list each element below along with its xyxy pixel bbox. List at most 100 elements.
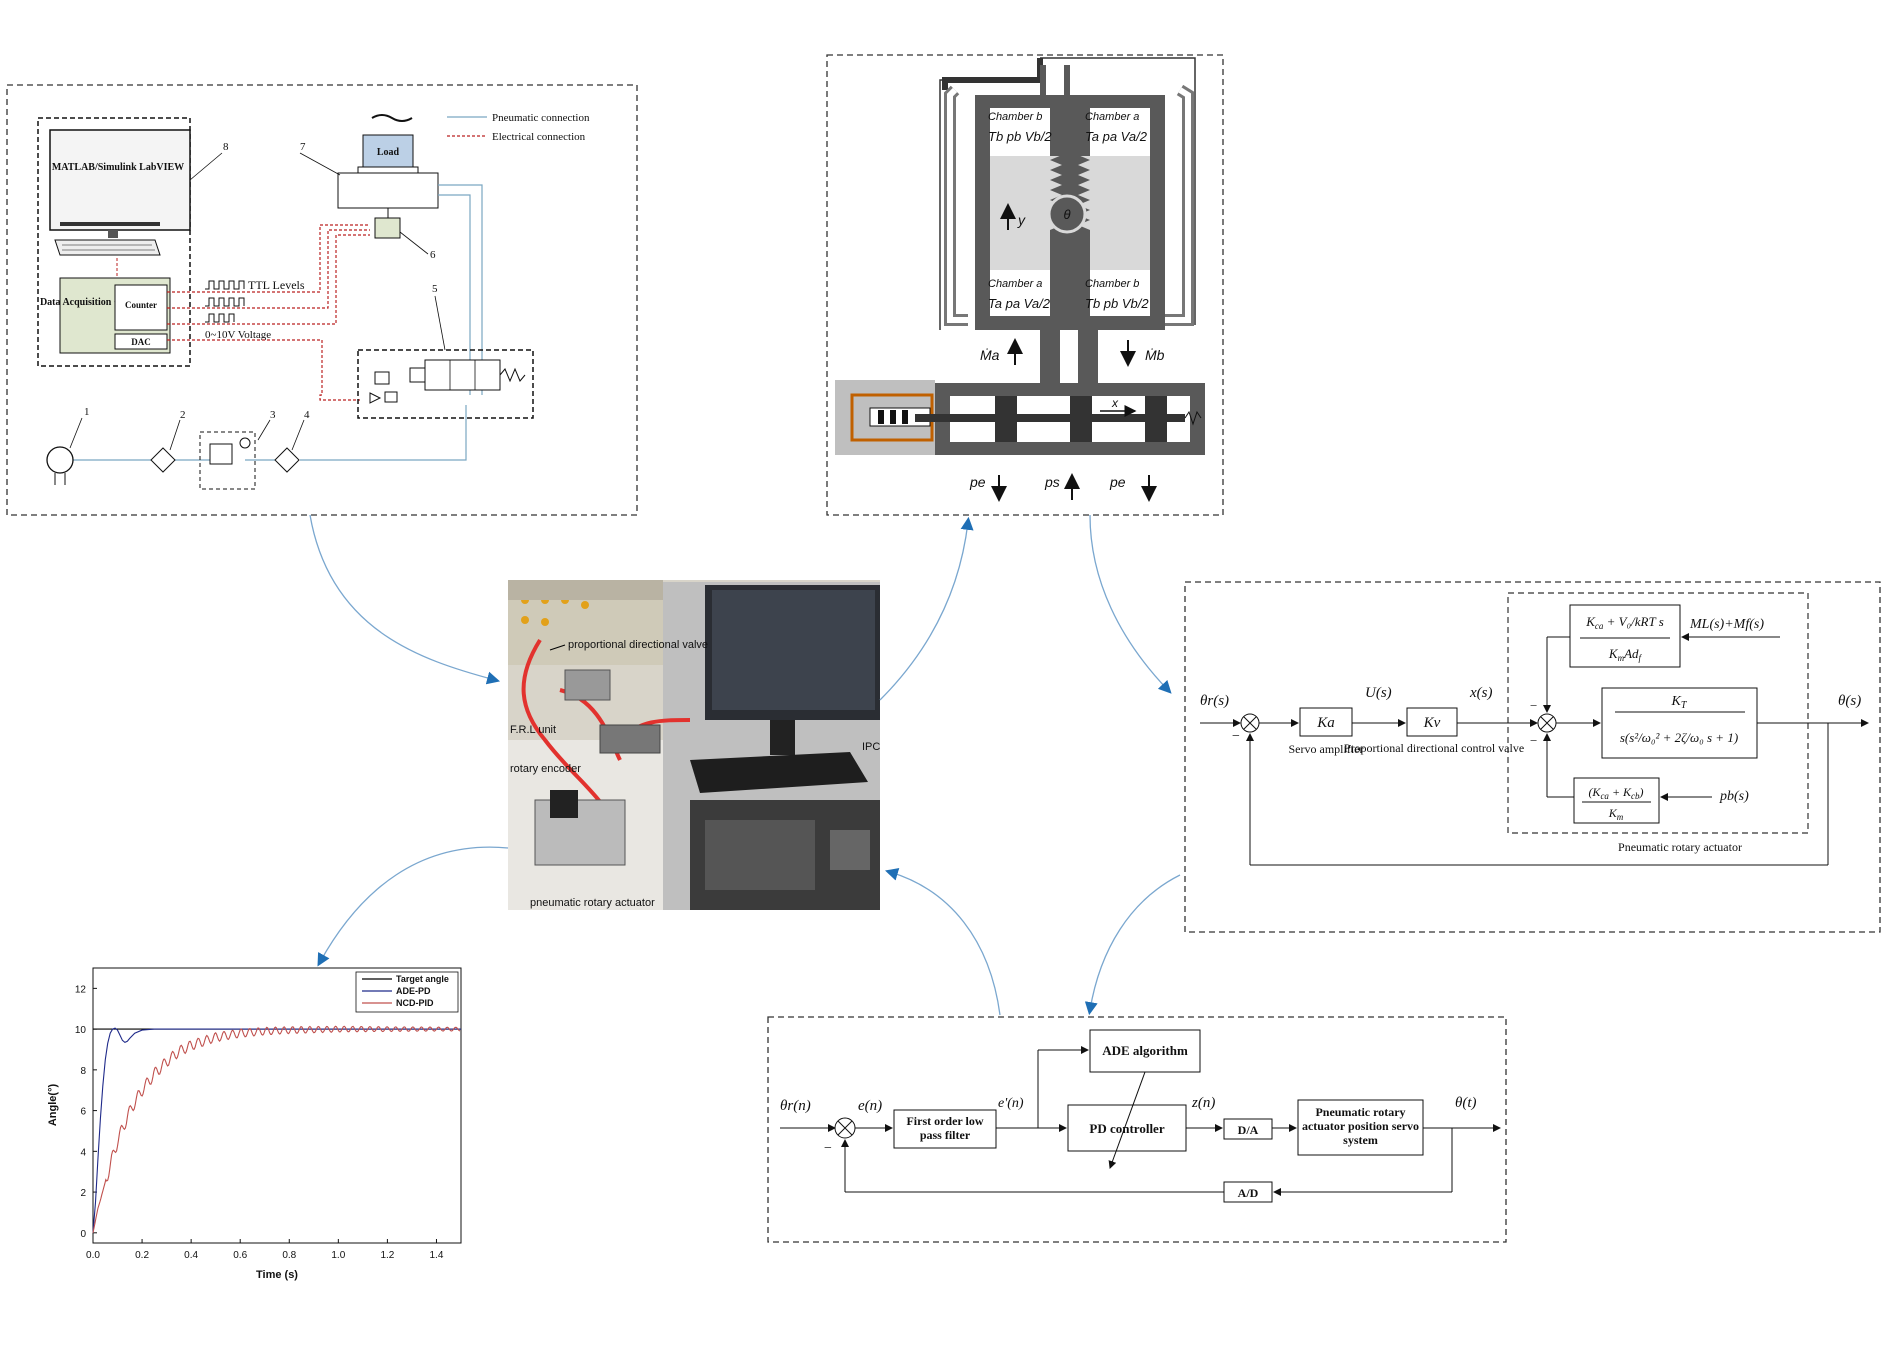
chart-legend-label: ADE-PD [396,986,431,996]
monitor [49,129,191,231]
keyboard [54,239,161,256]
x-label: x [1111,396,1119,410]
gear-icon [1047,194,1087,234]
chart-ytick-label: 0 [80,1229,86,1240]
vars-bottom-right: Tb pb Vb/2 [1085,296,1149,311]
chart-frame [92,967,462,1244]
svg-text:−: − [1530,733,1537,748]
bd-plant-box [1601,687,1758,759]
ctrl-input: θr(n) [780,1098,811,1114]
pe-right-label: pe [1109,474,1126,490]
ctrl-minus: − [824,1141,832,1156]
chart-xlabel: Time (s) [256,1269,298,1281]
chart-xtick-label: 1.2 [380,1250,394,1261]
voltage-label: 0~10V Voltage [205,329,271,341]
pe-left-label: pe [969,474,986,490]
ctrl-output: θ(t) [1455,1095,1477,1111]
num-4: 4 [304,409,310,421]
valve-body [424,359,501,391]
chart-xtick-label: 0.4 [184,1250,198,1261]
num-5: 5 [432,283,438,295]
bd-disturbance-box [1569,604,1681,668]
bd-servo: Servo amplifier [1289,742,1364,756]
ctrl-filter-box [893,1109,997,1149]
connector-arrows [309,514,1181,1016]
ps-label: ps [1044,474,1060,490]
theta-label: θ [1063,207,1070,222]
rotary-actuator-box [337,172,439,209]
dac-box [114,333,168,350]
photo-label-ipc: IPC [862,741,880,753]
photo-label-frl: F.R.L unit [510,724,556,736]
bd-minus1: − [1232,729,1240,744]
rig-photo: proportional directional valve F.R.L uni… [508,580,880,910]
ctrl-zn: z(n) [1191,1095,1215,1111]
vars-bottom-left: Ta pa Va/2 [988,296,1051,311]
num-8: 8 [223,141,229,153]
counter-box [114,284,168,331]
chart-xtick-label: 0.6 [233,1250,247,1261]
bd-valve: Proportional directional control valve [1344,741,1524,755]
bd-kv: Kv [1423,715,1441,731]
actuator-panel: θ Chamber b Chamber a Tb pb Vb/2 Ta pa V… [826,54,1224,516]
ctrl-da-box [1223,1118,1273,1140]
control-panel: θr(n) − e(n) First order low pass filter… [767,1016,1507,1243]
mb-label: Ṁb [1145,347,1165,363]
photo-actuator [534,799,626,866]
ctrl-filter: First order low pass filter [906,1114,984,1142]
chart-xtick-label: 1.4 [430,1250,444,1261]
chart-legend-label: NCD-PID [396,998,434,1008]
num-6: 6 [430,249,436,261]
bd-output: θ(s) [1838,693,1861,709]
ctrl-system: Pneumatic rotary actuator position servo… [1301,1105,1420,1147]
svg-text:s(s²/ω₀² + 2ζ/ω₀ s + 1): s(s²/ω₀² + 2ζ/ω₀ s + 1) [1620,730,1738,745]
ctrl-pd: PD controller [1089,1121,1164,1136]
counter-label: Counter [125,300,157,310]
chamber-bottom-right: Chamber b [1085,278,1139,290]
chart-ytick-label: 4 [80,1147,86,1158]
bd-ml: ML(s)+Mf(s) [1689,617,1764,632]
ctrl-ad: A/D [1238,1186,1259,1200]
bd-ka: Ka [1316,715,1335,731]
num-3: 3 [270,409,276,421]
ctrl-en: e(n) [858,1098,882,1114]
chart-xtick-label: 0.0 [86,1250,100,1261]
chart-ytick-label: 12 [75,984,87,995]
bd-actuator-label: Pneumatic rotary actuator [1618,840,1742,854]
svg-text:−: − [1530,698,1537,713]
num-1: 1 [84,406,90,418]
photo-label-actuator: pneumatic rotary actuator [530,897,655,909]
chart-ytick-label: 10 [75,1025,87,1036]
load-label: Load [377,147,400,158]
bd-pb-box [1573,777,1660,824]
ctrl-da: D/A [1238,1123,1259,1137]
bd-pb: pb(s) [1719,789,1749,804]
ctrl-system-box [1297,1099,1424,1156]
photo-frl [599,724,661,754]
chart-xtick-label: 0.8 [282,1250,296,1261]
encoder-box [374,217,401,239]
lubricator-icon [274,447,300,473]
num-7: 7 [300,141,306,153]
chamber-bottom-left: Chamber a [988,278,1042,290]
dac-label: DAC [131,337,151,347]
chart-series-2 [92,1025,461,1233]
ma-label: Ṁa [980,347,1000,363]
vars-top-right: Ta pa Va/2 [1085,129,1148,144]
valve-enclosure [357,349,534,419]
num-2: 2 [180,409,186,421]
compressor-icon [46,446,74,474]
y-label: y [1017,212,1026,228]
chart-xtick-label: 0.2 [135,1250,149,1261]
svg-text:KmAdf: KmAdf [1608,646,1643,663]
chart-ytick-label: 6 [80,1107,86,1118]
bd-us: U(s) [1365,685,1392,701]
photo-label-encoder: rotary encoder [510,763,581,775]
software-label: MATLAB/Simulink LabVIEW [52,162,184,173]
filter-icon [150,447,176,473]
legend-electrical: Electrical connection [492,131,586,143]
ctrl-ade: ADE algorithm [1102,1043,1188,1058]
photo-label-valve: proportional directional valve [568,639,708,651]
